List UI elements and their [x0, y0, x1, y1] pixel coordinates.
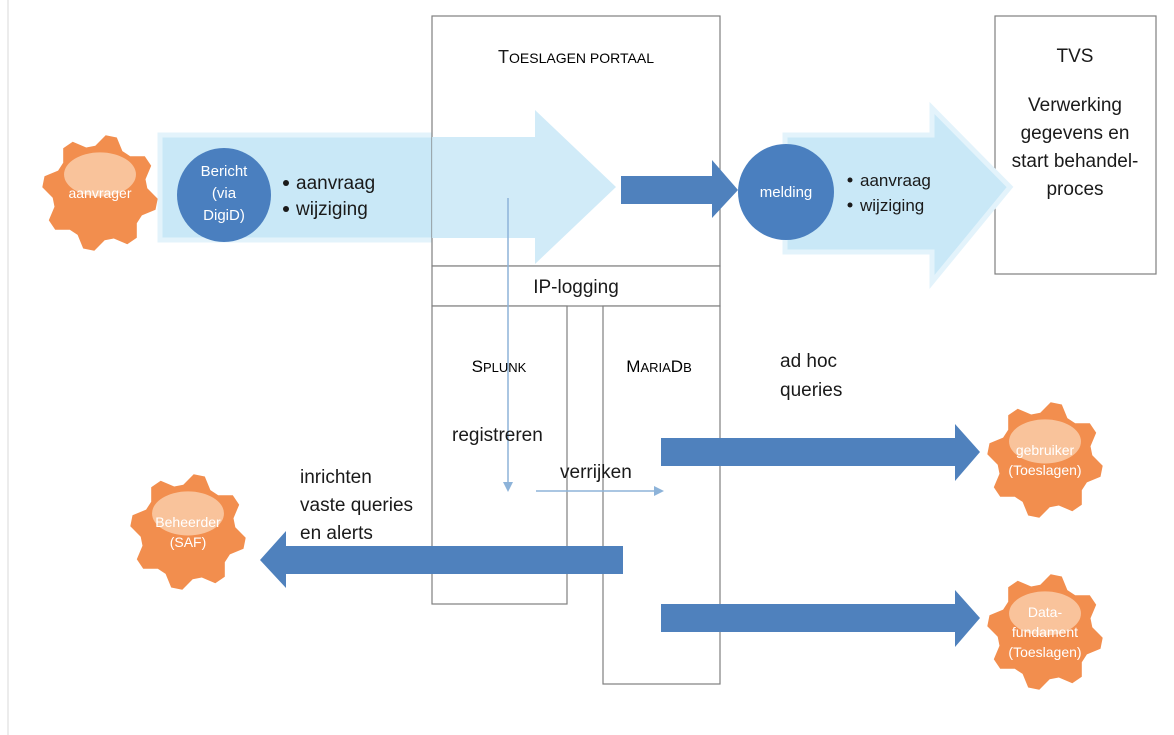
verrijken-arrowhead — [654, 486, 664, 496]
to-datafundament-arrow — [661, 590, 980, 647]
ip-logging-box — [431, 265, 721, 307]
melding-bullet: aanvraag — [860, 171, 931, 190]
bericht-bullet: wijziging — [295, 199, 368, 220]
splunk-label: SPLUNK — [472, 357, 527, 376]
inrichten-label: en alerts — [300, 523, 373, 544]
to-gebruiker-arrow — [661, 424, 980, 481]
melding-label: melding — [760, 184, 813, 201]
tvs-box — [994, 15, 1157, 275]
melding-circle — [738, 144, 834, 240]
gear-highlight — [152, 491, 224, 536]
tvs-title: TVS — [1057, 46, 1094, 67]
gebruiker-label: gebruiker — [1016, 442, 1075, 458]
to-beheerder-arrow — [260, 531, 623, 588]
gear-highlight — [1009, 591, 1081, 636]
aanvrager-gear-icon: aanvrager — [42, 135, 158, 251]
datafundament-gear-icon: Data-fundament (Toeslagen) — [987, 574, 1103, 690]
registreren-label: registreren — [452, 425, 543, 446]
inrichten-label: vaste queries — [300, 495, 413, 516]
adhoc-label: queries — [780, 380, 842, 401]
tvs-line: proces — [1046, 179, 1103, 200]
datafundament-label: fundament — [1012, 624, 1078, 640]
mariadb-label: MARIADB — [626, 357, 691, 376]
tvs-line: start behandel- — [1012, 151, 1139, 172]
bericht-line: Bericht — [201, 163, 249, 180]
tvs-line: gegevens en — [1021, 123, 1130, 144]
bullet-dot — [283, 206, 289, 212]
gebruiker-gear-icon: gebruiker (Toeslagen) — [987, 402, 1103, 518]
aanvrager-label: aanvrager — [68, 185, 131, 201]
bericht-circle — [177, 148, 271, 242]
bullet-dot — [847, 202, 853, 208]
request-light-arrow-overlap — [432, 110, 616, 264]
verrijken-label: verrijken — [560, 462, 632, 483]
tvs-line: Verwerking — [1028, 95, 1122, 116]
beheerder-gear-icon: Beheerder (SAF) — [130, 474, 246, 590]
bericht-bullet: aanvraag — [296, 173, 375, 194]
melding-bullet: wijziging — [859, 196, 924, 215]
gebruiker-label: (Toeslagen) — [1008, 462, 1081, 478]
gear-highlight — [64, 152, 136, 197]
gear-highlight — [1009, 419, 1081, 464]
datafundament-label: (Toeslagen) — [1008, 644, 1081, 660]
beheerder-label: Beheerder — [155, 514, 221, 530]
bullet-dot — [847, 177, 853, 183]
registreren-arrowhead — [503, 482, 513, 492]
beheerder-label: (SAF) — [170, 534, 207, 550]
bericht-line: (via — [212, 185, 237, 202]
bullet-dot — [283, 180, 289, 186]
adhoc-label: ad hoc — [780, 351, 837, 372]
bericht-line: DigiD) — [203, 207, 245, 224]
portal-to-melding-arrow — [621, 160, 738, 218]
ip-logging-label: IP-logging — [533, 277, 619, 298]
datafundament-label: Data- — [1028, 604, 1063, 620]
melding-light-arrow — [782, 101, 1014, 289]
inrichten-label: inrichten — [300, 467, 372, 488]
portal-title: TOESLAGEN PORTAAL — [498, 47, 654, 67]
